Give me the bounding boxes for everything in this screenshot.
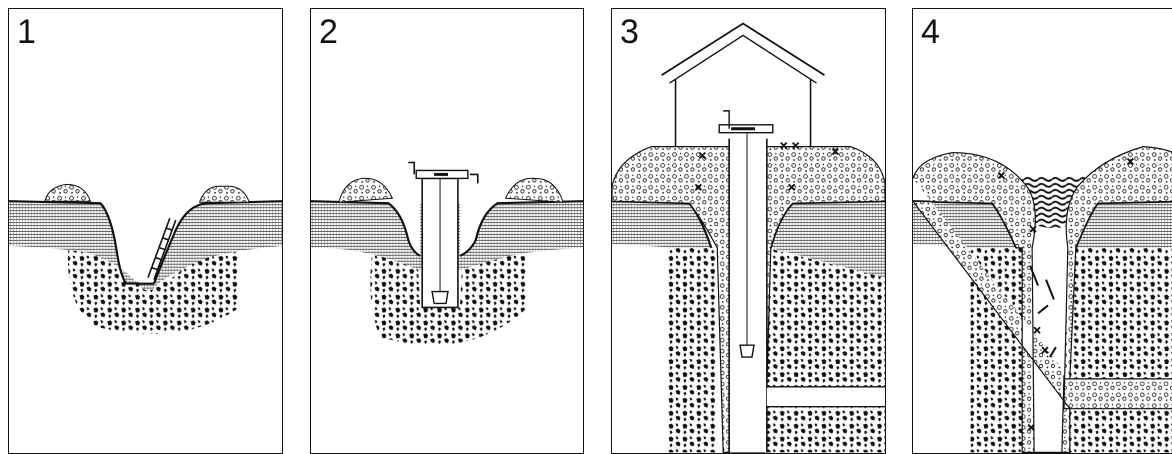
backfilled-mine-illustration	[913, 9, 1172, 453]
trench-illustration	[9, 9, 282, 453]
panel-3: 3	[611, 8, 886, 454]
mine-shaft-illustration	[612, 9, 885, 453]
panel-1: 1	[8, 8, 283, 454]
panel-number: 3	[620, 15, 639, 49]
panel-number: 1	[17, 15, 36, 49]
panel-number: 2	[319, 15, 338, 49]
panel-2: 2	[310, 8, 584, 454]
panel-number: 4	[921, 15, 940, 49]
panel-4: 4	[912, 8, 1172, 454]
well-shaft-illustration	[311, 9, 583, 453]
